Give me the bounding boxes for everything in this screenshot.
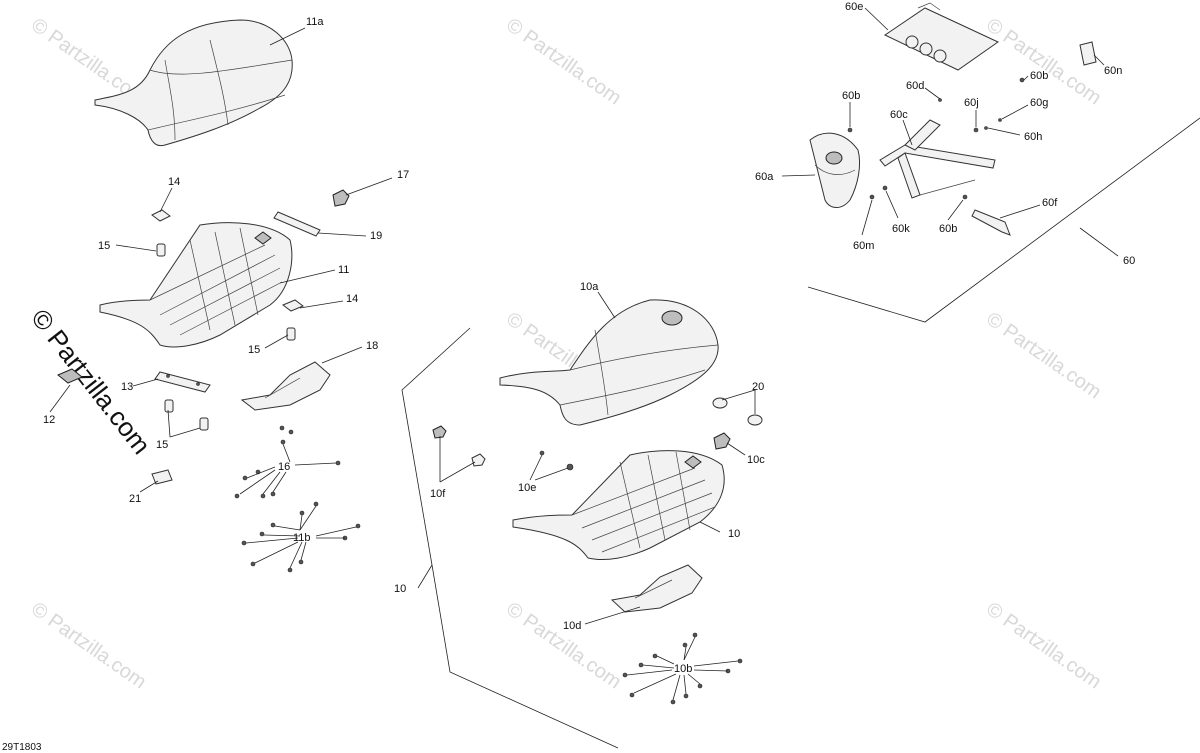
grab-handle-60a — [809, 132, 861, 208]
leader-lines-right — [781, 7, 1119, 257]
callout-13: 13 — [121, 381, 133, 393]
callout-11a: 11a — [306, 16, 324, 28]
seat-cover-10a — [499, 299, 719, 426]
callout-10c: 10c — [747, 454, 765, 466]
callout-labels: 11a 17 14 15 19 11 14 15 18 13 12 15 16 … — [43, 1, 1135, 675]
callout-10e: 10e — [518, 482, 536, 494]
callout-11b: 11b — [293, 532, 311, 544]
watermark: © Partzilla.com — [502, 14, 625, 109]
callout-60h: 60h — [1024, 131, 1042, 143]
callout-60g: 60g — [1030, 97, 1048, 109]
watermark: © Partzilla.com — [982, 598, 1105, 693]
small-fasteners-60 — [847, 77, 1025, 200]
leader-lines-left — [49, 27, 393, 569]
plate-13 — [154, 371, 211, 393]
strap-60f — [971, 209, 1011, 236]
callout-15: 15 — [98, 240, 110, 252]
callout-10b: 10b — [674, 663, 692, 675]
callout-60b: 60b — [842, 90, 860, 102]
callout-21: 21 — [129, 493, 141, 505]
spacer-15-top — [156, 243, 166, 257]
watermark: © Partzilla.com — [27, 598, 150, 693]
strip-19 — [273, 211, 321, 237]
spacer-15-mid — [286, 327, 296, 341]
callout-60m: 60m — [853, 240, 874, 252]
callout-20: 20 — [752, 381, 764, 393]
seat-cover-11a — [94, 19, 293, 147]
callout-60: 60 — [1123, 255, 1135, 267]
plate-60e — [883, 2, 999, 71]
label-60n — [1079, 41, 1097, 66]
callout-11: 11 — [338, 264, 349, 276]
watermark: © Partzilla.com — [502, 598, 625, 693]
callout-15: 15 — [156, 439, 168, 451]
callout-10: 10 — [728, 528, 740, 540]
callout-14: 14 — [346, 293, 358, 305]
callout-60d: 60d — [906, 80, 924, 92]
callout-10-group: 10 — [394, 583, 406, 595]
callout-17: 17 — [397, 169, 409, 181]
heat-shield-18 — [240, 361, 331, 411]
callout-10d: 10d — [563, 620, 581, 632]
callout-60c: 60c — [890, 109, 908, 121]
callout-60b: 60b — [939, 223, 957, 235]
seat-base-10 — [512, 450, 725, 561]
group-bracket-60 — [807, 117, 1200, 323]
callout-16: 16 — [278, 461, 290, 473]
fasteners-11b — [241, 501, 361, 573]
callout-60a: 60a — [755, 171, 774, 183]
callout-60n: 60n — [1104, 65, 1122, 77]
leader-lines-middle — [417, 291, 756, 701]
heat-shield-10d — [610, 564, 703, 613]
callout-60j: 60j — [964, 97, 979, 109]
callout-10a: 10a — [580, 281, 599, 293]
diagram-code: 29T1803 — [2, 742, 42, 753]
callout-14: 14 — [168, 176, 180, 188]
callout-12: 12 — [43, 414, 55, 426]
frame-60c — [879, 119, 996, 199]
spacer-15-low — [164, 399, 209, 431]
label-21 — [151, 469, 173, 485]
callout-19: 19 — [370, 230, 382, 242]
callout-60f: 60f — [1042, 197, 1058, 209]
callout-60e: 60e — [845, 1, 863, 13]
partzilla-side-watermark: © Partzilla.com — [25, 303, 157, 460]
callout-18: 18 — [366, 340, 378, 352]
callout-60b: 60b — [1030, 70, 1048, 82]
callout-10f: 10f — [430, 488, 446, 500]
clip-10c — [713, 432, 731, 450]
bracket-14-mid — [282, 299, 304, 312]
clips-10f — [432, 425, 486, 467]
seat-base-11 — [99, 222, 293, 348]
bracket-14-top — [151, 209, 171, 222]
watermark: © Partzilla.com — [982, 308, 1105, 403]
clip-17 — [332, 189, 350, 207]
parts-10e — [539, 450, 574, 471]
callout-60k: 60k — [892, 223, 910, 235]
bracket-12 — [57, 368, 83, 384]
callout-15: 15 — [248, 344, 260, 356]
mounts-20 — [712, 397, 763, 426]
